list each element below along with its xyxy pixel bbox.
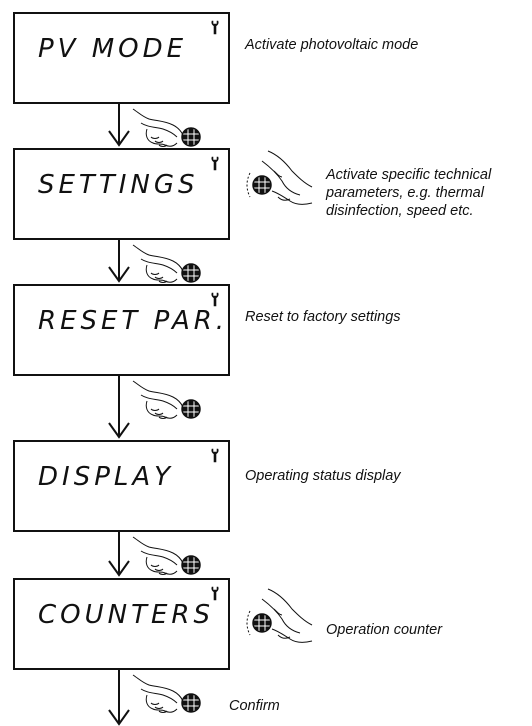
screen-label: RESET PAR. (38, 306, 228, 336)
steps-layer: PV MODE Activate photovoltaic modeSETTING… (13, 12, 492, 725)
description-line: Reset to factory settings (245, 309, 401, 325)
lcd-screen (13, 284, 230, 376)
step-1: PV MODE Activate photovoltaic mode (13, 12, 418, 147)
description-line: disinfection, speed etc. (326, 203, 474, 219)
hand-pressing-knob-icon (133, 109, 200, 147)
confirm-label: Confirm (229, 698, 280, 714)
description-line: Operation counter (326, 622, 443, 638)
description-line: parameters, e.g. thermal (325, 185, 485, 201)
lcd-screen (13, 148, 230, 240)
step-4: DISPLAY Operating status display (13, 440, 401, 576)
confirm-step: Confirm (229, 698, 280, 714)
down-arrow-icon (108, 531, 130, 576)
down-arrow-icon (108, 669, 130, 725)
lcd-screen (13, 12, 230, 104)
screen-label: DISPLAY (38, 462, 174, 492)
hand-pressing-knob-icon (133, 381, 200, 419)
screen-label: SETTINGS (38, 170, 198, 200)
lcd-screen (13, 440, 230, 532)
down-arrow-icon (108, 103, 130, 146)
down-arrow-icon (108, 375, 130, 438)
step-2: SETTINGS Activate specific technical param… (13, 148, 492, 283)
hand-pressing-knob-icon (133, 537, 200, 575)
description-line: Activate photovoltaic mode (244, 37, 418, 53)
hand-rotating-knob-icon (247, 151, 312, 204)
screen-label: COUNTERS (38, 600, 214, 630)
description-line: Operating status display (245, 468, 401, 484)
hand-pressing-knob-icon (133, 245, 200, 283)
step-3: RESET PAR. Reset to factory settings (13, 284, 401, 438)
down-arrow-icon (108, 239, 130, 282)
hand-pressing-knob-icon (133, 675, 200, 713)
description-line: Activate specific technical (325, 167, 492, 183)
screen-label: PV MODE (38, 34, 187, 64)
step-5: COUNTERS Operation counter (13, 578, 443, 725)
hand-rotating-knob-icon (247, 589, 312, 642)
lcd-screen (13, 578, 230, 670)
